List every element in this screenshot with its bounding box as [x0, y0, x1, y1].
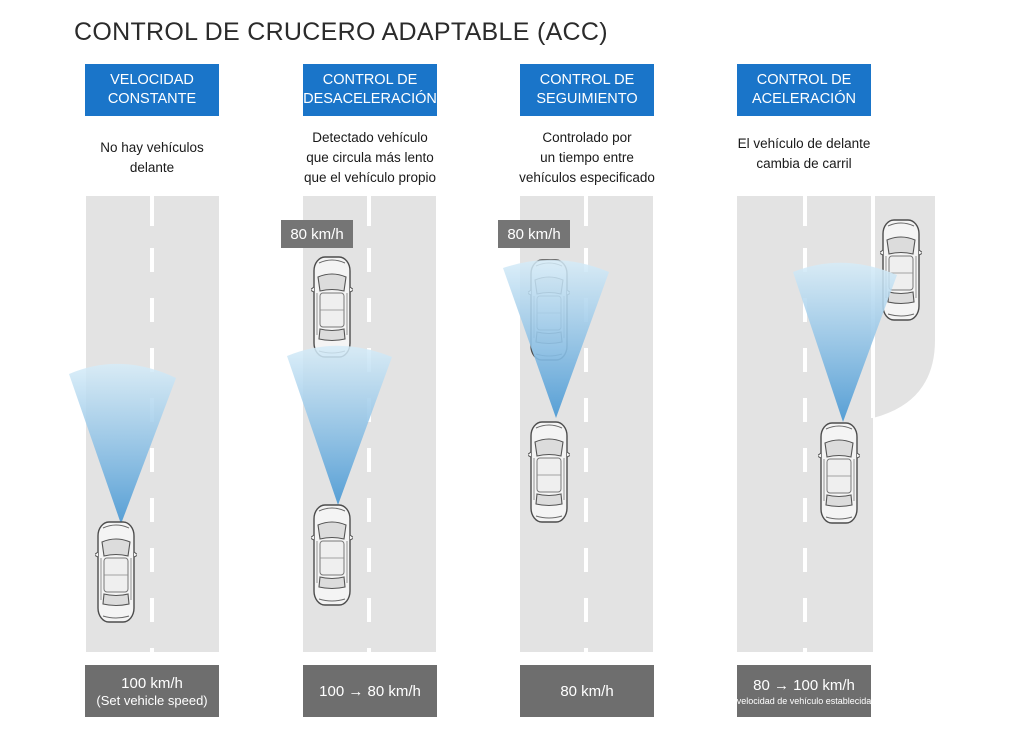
- mode-label-line2: SEGUIMIENTO: [536, 91, 638, 107]
- description-line: Detectado vehículo: [312, 130, 428, 145]
- speed-box-deceleration: 100 → 80 km/h: [303, 665, 437, 717]
- description-line: un tiempo entre: [540, 150, 634, 165]
- description-following: Controlado por un tiempo entre vehículos…: [502, 128, 672, 188]
- speed-value: 100 → 80 km/h: [319, 682, 421, 700]
- speed-value: 80 km/h: [560, 682, 614, 700]
- own-car: [528, 421, 570, 523]
- mode-label-line1: CONTROL DE: [756, 72, 852, 88]
- description-constant-speed: No hay vehículos delante: [67, 138, 237, 178]
- description-deceleration: Detectado vehículo que circula más lento…: [285, 128, 455, 188]
- mode-label-line2: ACELERACIÓN: [752, 91, 856, 107]
- speed-note: (velocidad de vehículo establecida): [733, 695, 875, 706]
- lead-vehicle-speed-tag: 80 km/h: [498, 220, 570, 248]
- own-car: [311, 504, 353, 606]
- radar-cone: [503, 259, 609, 418]
- description-line: delante: [129, 160, 175, 175]
- lead-car: [311, 256, 353, 358]
- mode-deceleration: CONTROL DE DESACELERACIÓN: [303, 64, 437, 116]
- mode-constant-speed: VELOCIDAD CONSTANTE: [85, 64, 219, 116]
- radar-cone: [793, 262, 897, 422]
- mode-acceleration: CONTROL DE ACELERACIÓN: [737, 64, 871, 116]
- description-line: que circula más lento: [306, 150, 434, 165]
- description-line: que el vehículo propio: [303, 170, 437, 185]
- own-car: [95, 521, 137, 623]
- radar-cone: [69, 363, 176, 524]
- mode-label-line2: DESACELERACIÓN: [303, 91, 437, 107]
- mode-following: CONTROL DE SEGUIMIENTO: [520, 64, 654, 116]
- description-acceleration: El vehículo de delante cambia de carril: [719, 134, 889, 174]
- radar-cone: [287, 345, 392, 505]
- mode-label-line1: CONTROL DE: [539, 72, 635, 88]
- speed-value: 100 km/h: [121, 674, 183, 692]
- speed-box-acceleration: 80 → 100 km/h (velocidad de vehículo est…: [734, 665, 874, 717]
- description-line: cambia de carril: [756, 156, 852, 171]
- description-line: El vehículo de delante: [737, 136, 871, 151]
- mode-label-line1: VELOCIDAD: [110, 72, 194, 88]
- diagram-title: CONTROL DE CRUCERO ADAPTABLE (ACC): [74, 18, 608, 46]
- mode-label-line2: CONSTANTE: [107, 91, 197, 107]
- mode-label-line1: CONTROL DE: [322, 72, 418, 88]
- own-car: [818, 422, 860, 524]
- description-line: No hay vehículos: [100, 140, 204, 155]
- speed-value: 80 → 100 km/h: [753, 676, 855, 694]
- description-line: vehículos especificado: [519, 170, 655, 185]
- speed-note: (Set vehicle speed): [96, 692, 208, 708]
- description-line: Controlado por: [542, 130, 632, 145]
- speed-box-following: 80 km/h: [520, 665, 654, 717]
- lead-vehicle-speed-tag: 80 km/h: [281, 220, 353, 248]
- speed-box-constant: 100 km/h (Set vehicle speed): [85, 665, 219, 717]
